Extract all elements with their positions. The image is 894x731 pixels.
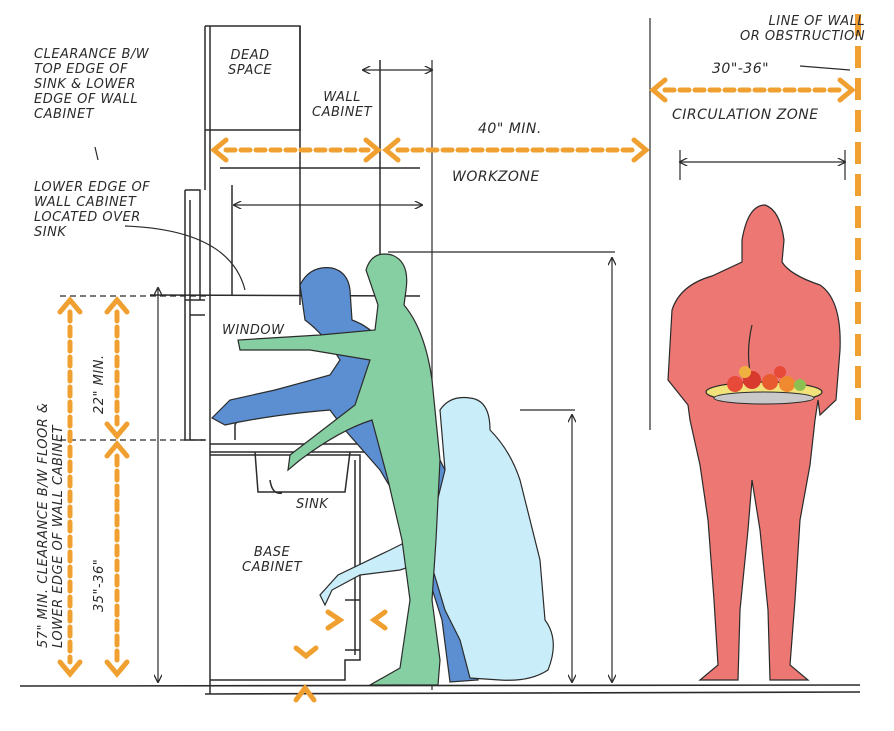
orange-dimension-arrows: [57, 77, 856, 703]
fiftyseven-note: 57" MIN. CLEARANCE B/W FLOOR & LOWER EDG…: [36, 402, 66, 648]
floor-line: [19, 684, 861, 695]
forty-min-label: 40" MIN.: [478, 121, 542, 137]
circulation-zone-label: CIRCULATION ZONE: [672, 107, 819, 123]
base-cabinet-label: BASE CABINET: [242, 545, 303, 575]
twentytwo-min-label: 22" MIN.: [92, 354, 107, 414]
sink-label: SINK: [296, 497, 329, 512]
workzone-label: WORKZONE: [452, 169, 540, 185]
figure-green: [237, 253, 441, 686]
window-label: WINDOW: [222, 323, 285, 338]
fruit-platter: [705, 366, 823, 405]
thirtyfive-36-label: 35"-36": [92, 558, 107, 612]
figure-red: [667, 204, 841, 681]
line-of-wall-label: LINE OF WALL OR OBSTRUCTION: [740, 14, 866, 44]
sink-base-cabinet: [210, 398, 371, 681]
dead-space-label: DEAD SPACE: [228, 48, 273, 78]
thirty-36-top-label: 30"-36": [712, 61, 770, 77]
lower-edge-note: LOWER EDGE OF WALL CABINET LOCATED OVER …: [34, 180, 151, 240]
clearance-note: CLEARANCE B/W TOP EDGE OF SINK & LOWER E…: [34, 47, 150, 122]
wall-cabinet-label: WALL CABINET: [312, 90, 373, 120]
